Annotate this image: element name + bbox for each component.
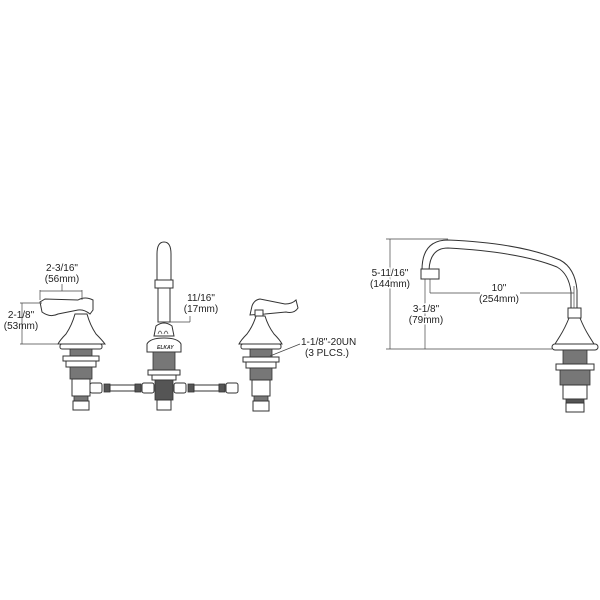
left-handle-valve (39, 297, 107, 411)
dim-spout-height: 5-11/16" (144mm) (368, 238, 448, 349)
dim-handle-width: 2-3/16" (56mm) (39, 263, 83, 300)
thread-spec: 1-1/8"-20UN (301, 337, 356, 348)
thread-note: (3 PLCS.) (305, 348, 349, 359)
side-view: 5-11/16" (144mm) 3-1/8" (79mm) 10" (254m… (368, 238, 599, 413)
handle-height-metric: (53mm) (4, 321, 38, 332)
spout-height-metric: (144mm) (370, 279, 410, 290)
outlet-height-imperial: 3-1/8" (413, 304, 440, 315)
front-view: ELKAY (4, 241, 356, 412)
brand-mark: ELKAY (157, 345, 174, 351)
handle-width-metric: (56mm) (45, 274, 79, 285)
dim-thread-callout: 1-1/8"-20UN (3 PLCS.) (269, 337, 356, 359)
spout-reach-imperial: 10" (492, 283, 507, 294)
spout-diameter-imperial: 11/16" (187, 293, 215, 304)
spout-reach-metric: (254mm) (479, 294, 519, 305)
handle-width-imperial: 2-3/16" (46, 263, 78, 274)
spout-diameter-metric: (17mm) (184, 304, 218, 315)
right-handle-valve (238, 298, 299, 412)
dim-outlet-height: 3-1/8" (79mm) (407, 279, 445, 349)
outlet-height-metric: (79mm) (409, 315, 443, 326)
side-valve-body (551, 307, 599, 413)
connecting-hoses (89, 382, 239, 394)
dim-spout-reach: 10" (254mm) (430, 283, 575, 308)
dim-handle-height: 2-1/8" (53mm) (4, 302, 60, 345)
spout-height-imperial: 5-11/16" (372, 268, 409, 279)
dim-spout-diameter: 11/16" (17mm) (158, 293, 218, 323)
center-spout: ELKAY (146, 241, 182, 411)
handle-height-imperial: 2-1/8" (8, 310, 35, 321)
